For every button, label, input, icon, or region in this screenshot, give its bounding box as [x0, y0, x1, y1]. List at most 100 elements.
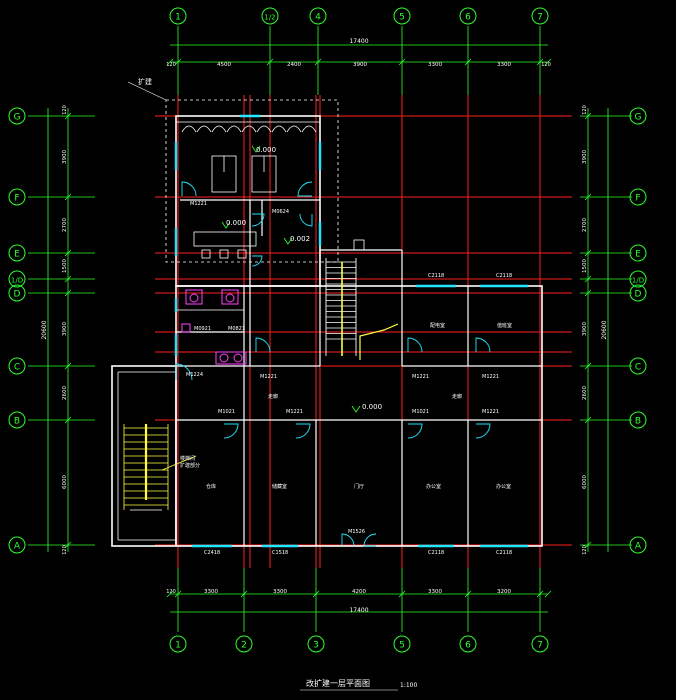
axis-bubble-bottom — [307, 635, 325, 653]
dim-left-edge-top: 120 — [62, 105, 68, 115]
door-label-2: M1221 — [260, 374, 277, 380]
toilet-stall — [221, 289, 239, 305]
pergola-arch — [271, 125, 287, 133]
axis-label-left: B — [14, 417, 20, 427]
counter-stool — [219, 249, 229, 259]
drawing-scale: 1:100 — [400, 682, 417, 689]
stair-arrow — [359, 323, 399, 360]
axis-bubble-top — [459, 7, 477, 25]
dim-left-segment: 2600 — [62, 386, 68, 400]
elevation-marker — [221, 221, 231, 229]
pergola-arch — [241, 125, 257, 133]
dim-bottom-segment: 3300 — [428, 589, 442, 595]
axis-bubble-top — [531, 7, 549, 25]
toilet-stall — [185, 289, 203, 305]
door-swing — [341, 533, 355, 547]
door-swing — [299, 213, 313, 227]
door-swing — [475, 423, 491, 439]
dim-top-segment: 4500 — [217, 62, 231, 68]
window-label-3: C2418 — [204, 550, 220, 556]
axis-bubble-right — [629, 536, 647, 554]
axis-label-right: G — [635, 113, 642, 123]
pergola-arch — [226, 125, 242, 133]
dim-tick — [544, 590, 552, 598]
elevation-mid2: 0.002 — [290, 235, 310, 243]
dim-tick — [166, 590, 174, 598]
counter-stool — [201, 249, 211, 259]
dim-bottom-edge-left: 120 — [166, 589, 176, 595]
pergola-arch — [256, 125, 272, 133]
addition-tag: 扩建 — [138, 77, 152, 86]
elevation-top: 0.000 — [256, 146, 276, 154]
axis-label-bottom: 7 — [537, 641, 543, 651]
axis-bubble-bottom — [531, 635, 549, 653]
axis-label-top: 5 — [399, 13, 405, 23]
axis-bubble-top — [393, 7, 411, 25]
addition-boundary — [165, 99, 339, 263]
axis-label-left: D — [14, 290, 21, 300]
dim-right-total: 20600 — [601, 320, 608, 339]
elevation-marker — [283, 237, 293, 245]
door-label-7: M1021 — [412, 409, 429, 415]
addition-tag-leader — [127, 81, 167, 101]
elevation-hall: 0.000 — [362, 403, 382, 411]
dim-right-segment: 3900 — [582, 150, 588, 164]
door-swing — [251, 213, 265, 227]
door-label-4: M1221 — [482, 374, 499, 380]
dim-tick — [544, 58, 552, 66]
door-swing — [255, 337, 271, 353]
main-outer-wall — [175, 285, 543, 547]
stair-note-2: 扩建部分 — [180, 462, 200, 469]
washbasin — [181, 323, 191, 333]
pergola-arch — [196, 125, 212, 133]
door-label-11: M0821 — [228, 326, 245, 332]
dim-left-segment: 2700 — [62, 218, 68, 232]
door-label-9: M1526 — [348, 529, 365, 535]
counter-stool — [237, 249, 247, 259]
dim-right-segment: 3900 — [582, 322, 588, 336]
room-label-4: 值班室 — [497, 322, 512, 329]
elevation-marker — [251, 145, 261, 153]
corridor-label-2: 走廊 — [452, 393, 462, 400]
axis-label-bottom: 5 — [399, 641, 405, 651]
axis-bubble-bottom — [459, 635, 477, 653]
axis-label-bottom: 3 — [313, 641, 319, 651]
dim-bottom-total: 17400 — [349, 607, 368, 614]
axis-bubble-bottom — [169, 635, 187, 653]
dim-bottom-segment: 3300 — [273, 589, 287, 595]
toilet-fixture — [225, 293, 235, 303]
window-label-5: C2118 — [428, 550, 444, 556]
windows — [174, 114, 528, 548]
door-swing — [223, 423, 239, 439]
sink-counter — [215, 351, 247, 365]
axis-label-left: G — [14, 113, 21, 123]
dim-left-edge-bottom: 120 — [62, 545, 68, 555]
axis-bubble-left — [8, 107, 26, 125]
axis-label-bottom: 1 — [175, 641, 181, 651]
window-label-6: C2118 — [496, 550, 512, 556]
dim-bottom-segment: 4200 — [352, 589, 366, 595]
service-counter — [193, 231, 257, 247]
door-swing — [175, 363, 193, 381]
axis-label-left: E — [14, 250, 20, 260]
door-swing — [251, 255, 263, 267]
dim-bottom-segment: 3300 — [204, 589, 218, 595]
door-label-13: M0624 — [272, 209, 289, 215]
annex-note-leader — [161, 455, 197, 471]
dim-left-total: 20600 — [41, 320, 48, 339]
axis-label-left: C — [14, 363, 20, 373]
axis-label-top: 7 — [537, 13, 543, 23]
axis-label-right: E — [635, 250, 641, 260]
door-swing — [363, 533, 377, 547]
dim-top-edge-right: 120 — [541, 62, 551, 68]
dim-top-segment: 2400 — [287, 62, 301, 68]
door-label-12: M1224 — [186, 372, 203, 378]
door-swing — [295, 423, 311, 439]
axis-bubble-right — [629, 357, 647, 375]
door-label-10: M0921 — [194, 326, 211, 332]
axis-label-left: 1/D — [11, 277, 23, 285]
axis-bubble-bottom — [393, 635, 411, 653]
